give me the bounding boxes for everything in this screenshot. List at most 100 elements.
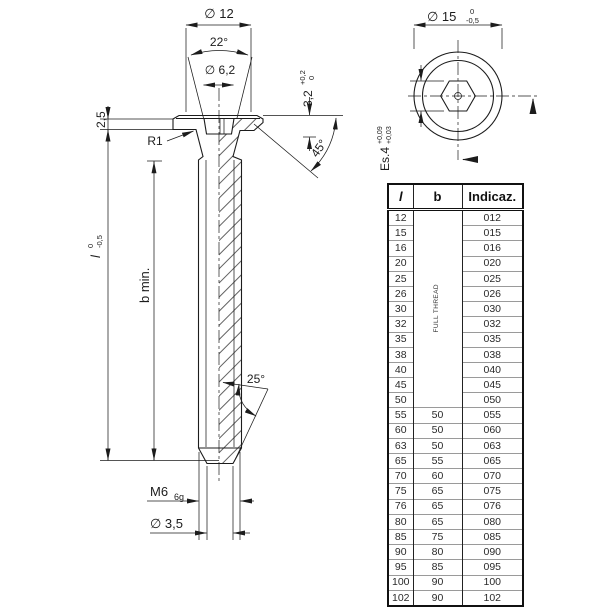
svg-text:+0,03: +0,03 [386, 126, 393, 144]
table-cell: 70 [387, 468, 414, 484]
table-cell: 100 [387, 574, 414, 591]
svg-text:+0,2: +0,2 [298, 70, 307, 85]
svg-text:Es.4: Es.4 [378, 147, 392, 171]
table-cell: 50 [387, 392, 414, 408]
table-header-row: l b Indicaz. [387, 184, 524, 211]
col-header-thread: b [412, 184, 463, 211]
table-cell: 38 [387, 346, 414, 363]
table-cell: 035 [461, 331, 524, 348]
table-cell: 30 [387, 301, 414, 317]
table-cell: 100 [461, 574, 524, 591]
table-cell: 85 [387, 528, 414, 545]
table-cell: 065 [461, 452, 524, 469]
table-cell: 030 [461, 301, 524, 317]
svg-text:0: 0 [307, 76, 316, 80]
table-cell: 102 [387, 589, 414, 606]
table-cell: 63 [387, 437, 414, 454]
table-cell: 050 [461, 392, 524, 408]
table-cell: 070 [461, 468, 524, 484]
svg-text:0: 0 [86, 244, 95, 248]
dim-head-top-dia: ∅ 12 [204, 6, 233, 21]
dim-socket-angle: 22° [210, 35, 228, 49]
table-cell: 076 [461, 498, 524, 515]
dim-thread-fit: 6g [174, 492, 184, 502]
dim-thread-size: M6 [150, 484, 168, 499]
dim-flange-dia-tol-lower: -0,5 [466, 16, 479, 25]
dim-flange-dia: ∅ 15 [427, 9, 456, 24]
table-cell: FULL THREAD [412, 208, 463, 408]
table-cell: 90 [412, 589, 463, 606]
table-cell: 40 [387, 361, 414, 378]
table-cell: 85 [412, 559, 463, 575]
svg-text:+0,09: +0,09 [377, 126, 384, 144]
table-cell: 55 [387, 407, 414, 424]
table-cell: 65 [412, 483, 463, 500]
table-cell: 075 [461, 483, 524, 500]
dim-flange-dia-tol-upper: 0 [470, 7, 474, 16]
table-cell: 45 [387, 377, 414, 393]
table-cell: 20 [387, 255, 414, 272]
table-cell: 060 [461, 422, 524, 439]
dim-point-dia: ∅ 3,5 [150, 516, 183, 531]
table-cell: 90 [412, 574, 463, 591]
table-cell: 016 [461, 240, 524, 257]
table-cell: 32 [387, 316, 414, 332]
table-cell: 045 [461, 377, 524, 393]
table-cell: 102 [461, 589, 524, 606]
table-cell: 090 [461, 544, 524, 560]
table-row: 38 038 [387, 346, 524, 363]
table-row: 30 030 [387, 301, 524, 317]
table-cell: 60 [412, 468, 463, 484]
table-cell: 038 [461, 346, 524, 363]
table-cell: 50 [412, 437, 463, 454]
table-cell: 15 [387, 225, 414, 241]
table-cell: 50 [412, 422, 463, 439]
svg-text:2,5: 2,5 [94, 111, 108, 128]
front-view: ∅ 12 22° ∅ 6,2 3,2 +0,2 0 45° 2,5 [86, 6, 343, 540]
table-cell: 055 [461, 407, 524, 424]
dim-point-angle: 25° [247, 372, 265, 386]
table-cell: 095 [461, 559, 524, 575]
svg-text:-0,5: -0,5 [95, 235, 104, 248]
svg-text:l: l [88, 254, 103, 258]
table-cell: 65 [412, 513, 463, 530]
svg-text:b min.: b min. [137, 268, 152, 303]
table-cell: 55 [412, 452, 463, 469]
svg-text:3,2: 3,2 [301, 90, 315, 107]
dim-hex-size: Es.4 +0,09 +0,03 [377, 126, 393, 171]
dim-socket-dia: ∅ 6,2 [205, 63, 236, 77]
col-header-code: Indicaz. [461, 184, 524, 211]
table-row: 32 032 [387, 316, 524, 332]
table-cell: 50 [412, 407, 463, 424]
table-cell: 032 [461, 316, 524, 332]
table-cell: 65 [412, 498, 463, 515]
table-row: 45 045 [387, 377, 524, 393]
dim-flange-thickness: 2,5 [94, 111, 108, 128]
table-cell: 25 [387, 270, 414, 287]
table-cell: 085 [461, 528, 524, 545]
full-thread-label: FULL THREAD [433, 283, 441, 333]
table-row: 50 050 [387, 392, 524, 408]
dim-fillet-radius: R1 [147, 134, 163, 148]
dim-socket-depth: 3,2 +0,2 0 [298, 70, 316, 107]
svg-text:45°: 45° [308, 137, 330, 160]
table-cell: 90 [387, 544, 414, 560]
table-cell: 26 [387, 285, 414, 302]
table-cell: 95 [387, 559, 414, 575]
table-cell: 16 [387, 240, 414, 257]
